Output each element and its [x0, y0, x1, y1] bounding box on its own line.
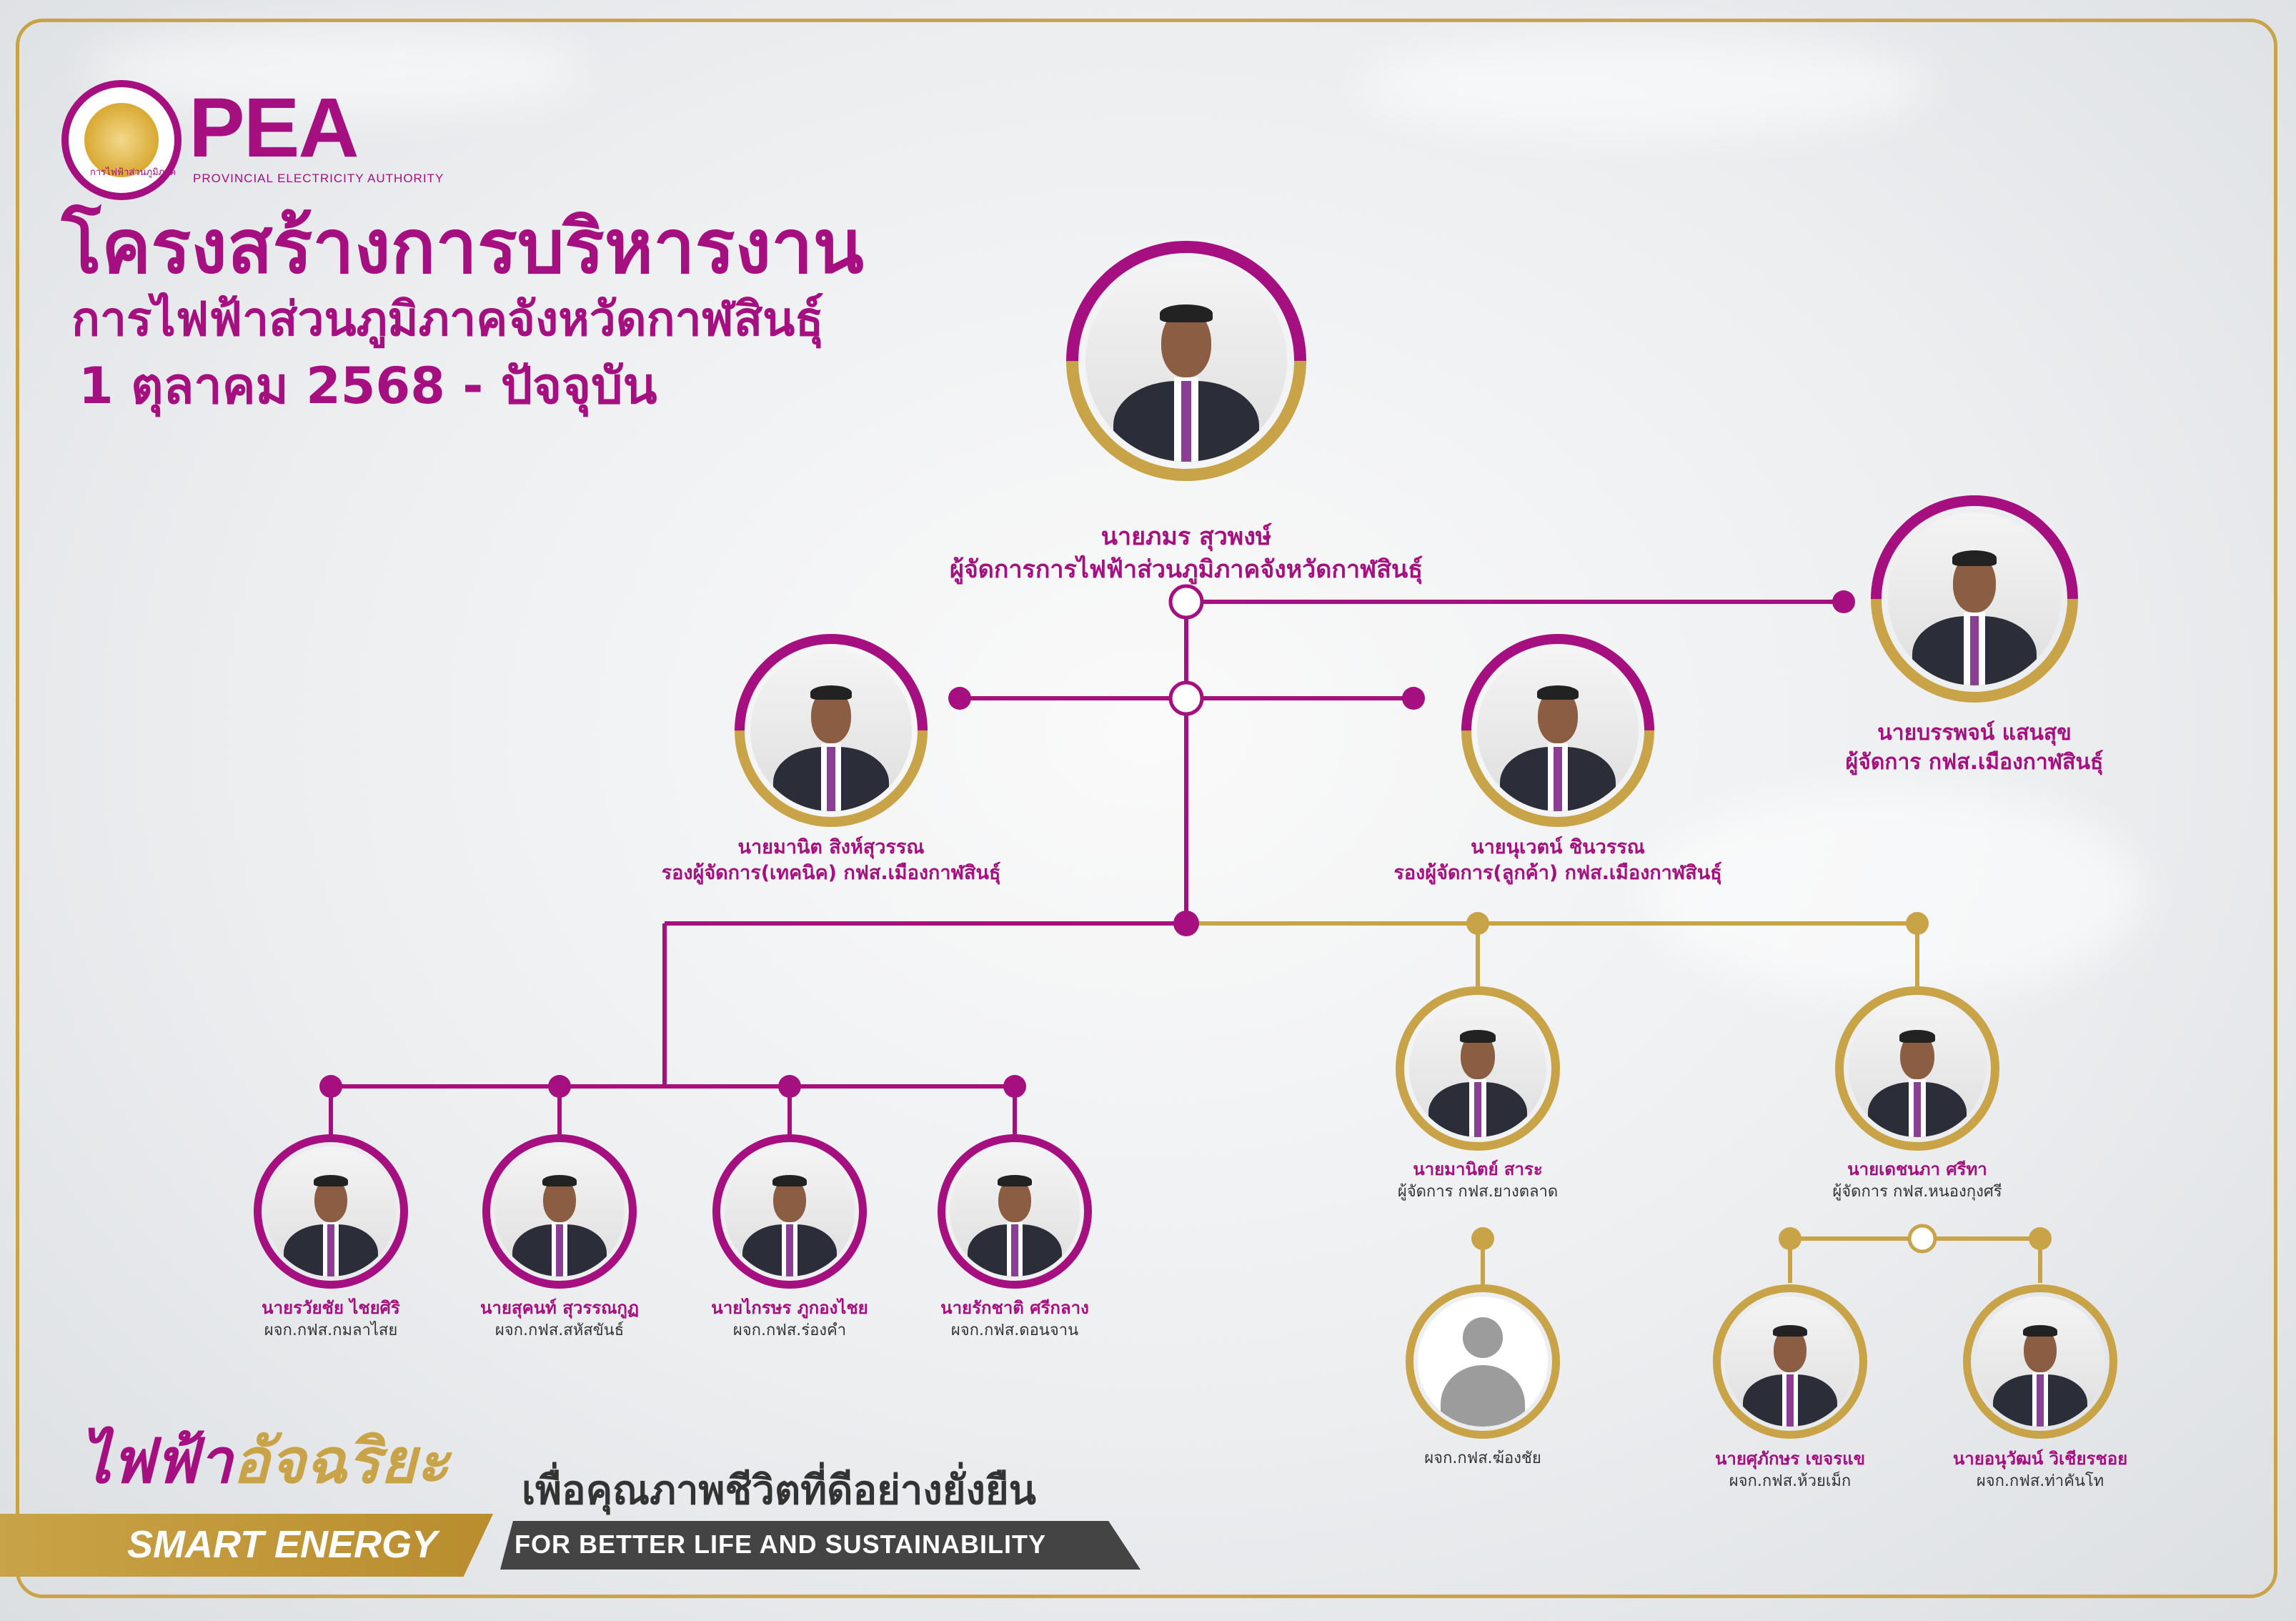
- person-name: นายศุภักษร เขจรแข: [1714, 1449, 1866, 1469]
- person-position: ผจก.กฟส.ท่าคันโท: [1976, 1472, 2104, 1490]
- person-label: นายสุคนท์ สุวรรณกูฏผจก.กฟส.สหัสขันธ์: [238, 1297, 881, 1342]
- photo-ring: [1963, 1284, 2117, 1439]
- portrait-photo: [1849, 1000, 1986, 1137]
- portrait-photo: [1409, 1000, 1546, 1137]
- photo-ring: [712, 1134, 867, 1289]
- avatar-placeholder-icon: [1418, 1297, 1548, 1427]
- page-title: โครงสร้างการบริหารงาน: [61, 203, 864, 290]
- person-name: นายอนุวัฒน์ วิเชียรชอย: [1952, 1449, 2128, 1469]
- portrait-photo: [725, 1146, 855, 1277]
- pea-seal-icon: [61, 80, 182, 200]
- tagline-english: FOR BETTER LIFE AND SUSTAINABILITY: [515, 1530, 1046, 1559]
- person-label: นายรักชาติ ศรีกลางผจก.กฟส.ดอนจาน: [693, 1297, 1336, 1342]
- person-label: นายนุเวตน์ ชินวรรณรองผู้จัดการ(ลูกค้า) ก…: [1236, 835, 1879, 886]
- smart-energy-banner: SMART ENERGY: [0, 1514, 493, 1577]
- person-label: นายภมร สุวพงษ์ผู้จัดการการไฟฟ้าส่วนภูมิภ…: [865, 520, 1508, 586]
- person-position: ผู้จัดการการไฟฟ้าส่วนภูมิภาคจังหวัดกาฬสิ…: [949, 555, 1423, 584]
- person-label: นายอนุวัฒน์ วิเชียรชอยผจก.กฟส.ท่าคันโท: [1719, 1447, 2296, 1493]
- photo-ring: [482, 1134, 637, 1289]
- person-label: นายศุภักษร เขจรแขผจก.กฟส.ห้วยเม็ก: [1468, 1447, 2112, 1493]
- person-position: ผจก.กฟส.ฆ้องชัย: [1424, 1449, 1541, 1467]
- portrait-photo: [1477, 650, 1639, 811]
- page-subtitle: การไฟฟ้าส่วนภูมิภาคจังหวัดกาฬสินธุ์: [71, 292, 824, 347]
- slogan-part-1: ไฟฟ้า: [80, 1426, 233, 1497]
- photo-ring: [254, 1134, 408, 1289]
- person-name: นายเดชนภา ศรีทา: [1847, 1159, 1987, 1179]
- background-glow: [1644, 786, 2144, 1001]
- background-glow: [86, 29, 586, 114]
- person-name: นายนุเวตน์ ชินวรรณ: [1471, 836, 1645, 858]
- portrait-photo: [1725, 1297, 1855, 1427]
- slogan-part-2: อัจฉริยะ: [232, 1426, 449, 1497]
- portrait-photo: [750, 650, 912, 811]
- photo-ring: [1713, 1284, 1867, 1439]
- person-name: นายมานิตย์ สาระ: [1413, 1159, 1543, 1179]
- person-position: ผจก.กฟส.สหัสขันธ์: [495, 1322, 625, 1339]
- person-position: รองผู้จัดการ(ลูกค้า) กฟส.เมืองกาฬสินธุ์: [1393, 862, 1722, 884]
- person-name: นายบรรพจน์ แสนสุข: [1877, 720, 2072, 745]
- person-label: นายบรรพจน์ แสนสุขผู้จัดการ กฟส.เมืองกาฬส…: [1653, 718, 2296, 777]
- person-position: ผู้จัดการ กฟส.หนองกุงศรี: [1832, 1183, 2002, 1201]
- person-label: นายมานิต สิงห์สุวรรณรองผู้จัดการ(เทคนิค)…: [510, 835, 1153, 886]
- person-position: ผจก.กฟส.ร่องคำ: [732, 1322, 847, 1339]
- person-label: ผจก.กฟส.ฆ้องชัย: [1161, 1447, 1804, 1470]
- slogan-thai: ไฟฟ้าอัจฉริยะ: [80, 1426, 449, 1497]
- gold-frame: [16, 19, 2277, 1598]
- smart-energy-text: SMART ENERGY: [127, 1523, 438, 1566]
- person-name: นายไกรษร ภูกองไชย: [711, 1298, 868, 1318]
- portrait-photo: [1085, 260, 1287, 462]
- person-label: นายรวัยชัย ไชยศิริผจก.กฟส.กมลาไสย: [9, 1297, 652, 1342]
- tagline-banner: FOR BETTER LIFE AND SUSTAINABILITY: [500, 1521, 1140, 1570]
- person-position: ผจก.กฟส.ห้วยเม็ก: [1729, 1472, 1852, 1490]
- person-name: นายรักชาติ ศรีกลาง: [940, 1298, 1089, 1318]
- portrait-photo: [1975, 1297, 2105, 1427]
- logo-wordmark: PEA: [189, 81, 359, 175]
- portrait-photo: [950, 1146, 1080, 1277]
- portrait-photo: [1888, 512, 2061, 685]
- person-position: ผจก.กฟส.กมลาไสย: [264, 1322, 398, 1339]
- photo-ring: [1406, 1284, 1560, 1439]
- tagline-thai: เพื่อคุณภาพชีวิตที่ดีอย่างยั่งยืน: [522, 1467, 1036, 1514]
- person-label: นายไกรษร ภูกองไชยผจก.กฟส.ร่องคำ: [468, 1297, 1111, 1342]
- person-name: นายรวัยชัย ไชยศิริ: [262, 1298, 400, 1318]
- person-position: ผู้จัดการ กฟส.เมืองกาฬสินธุ์: [1845, 750, 2104, 775]
- person-label: นายเดชนภา ศรีทาผู้จัดการ กฟส.หนองกุงศรี: [1596, 1158, 2239, 1204]
- seal-text: การไฟฟ้าส่วนภูมิภาค: [90, 167, 177, 178]
- person-name: นายสุคนท์ สุวรรณกูฏ: [479, 1298, 640, 1318]
- logo-subtitle: PROVINCIAL ELECTRICITY AUTHORITY: [193, 172, 444, 185]
- person-position: ผจก.กฟส.ดอนจาน: [950, 1322, 1079, 1339]
- portrait-photo: [266, 1146, 396, 1277]
- person-name: นายมานิต สิงห์สุวรรณ: [737, 836, 925, 858]
- person-position: รองผู้จัดการ(เทคนิค) กฟส.เมืองกาฬสินธุ์: [661, 862, 1001, 884]
- person-label: นายมานิตย์ สาระผู้จัดการ กฟส.ยางตลาด: [1156, 1158, 1799, 1204]
- background-glow: [1358, 36, 1929, 136]
- page-date: 1 ตุลาคม 2568 - ปัจจุบัน: [79, 357, 657, 415]
- person-name: นายภมร สุวพงษ์: [1100, 522, 1272, 551]
- portrait-photo: [495, 1146, 625, 1277]
- person-position: ผู้จัดการ กฟส.ยางตลาด: [1397, 1183, 1559, 1201]
- photo-ring: [938, 1134, 1092, 1289]
